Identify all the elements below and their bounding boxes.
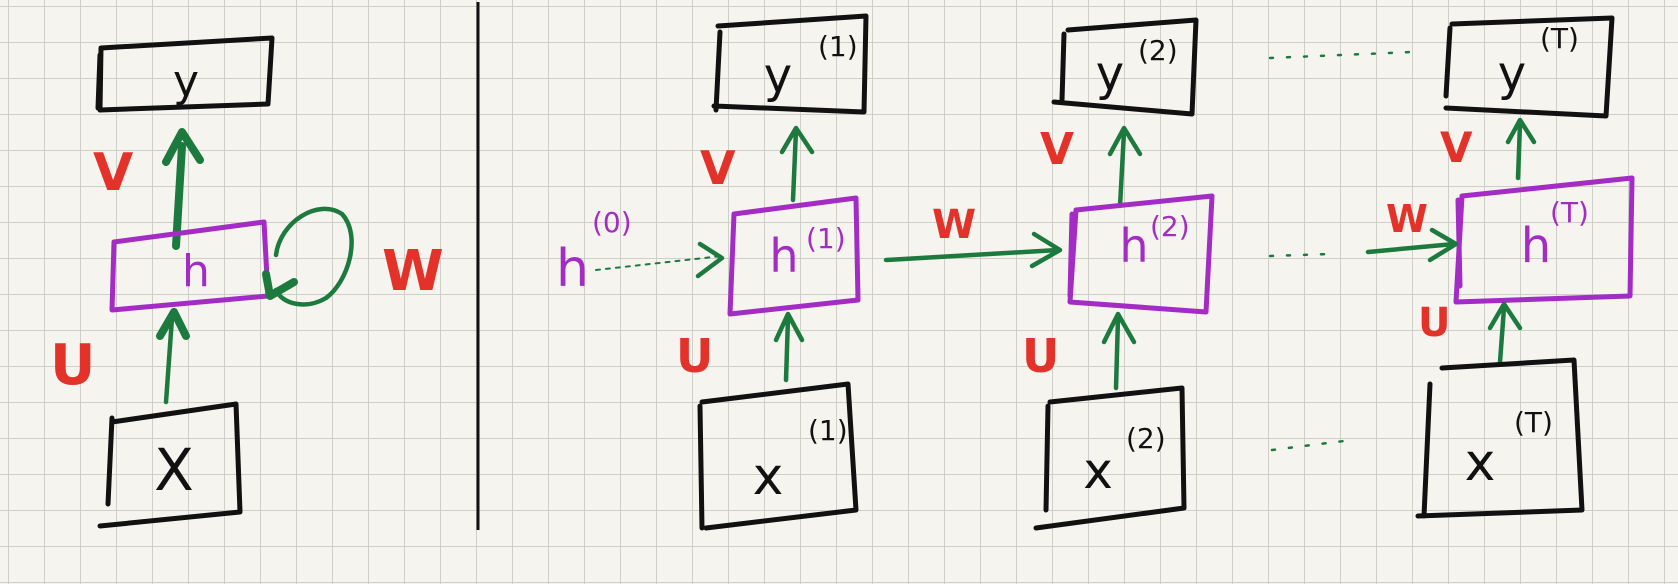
hidden-ellipsis xyxy=(1268,252,1332,258)
step2-output-superscript: (2) xyxy=(1138,34,1178,67)
step-1: y (1) V h (1) U x (1) W xyxy=(676,13,1063,531)
stepT-input-box xyxy=(1415,357,1585,519)
folded-u-arrow xyxy=(163,315,175,405)
step1-input-label: x xyxy=(753,447,784,507)
step1-hidden-superscript: (1) xyxy=(806,222,846,255)
transition-to-T-arrowhead xyxy=(1427,227,1459,263)
folded-loop-arrowhead xyxy=(262,270,298,300)
stepT-hidden-label: h xyxy=(1521,218,1551,274)
step1-u-arrowhead xyxy=(773,311,805,343)
step1-output-label: y xyxy=(764,48,792,104)
folded-output-label: y xyxy=(173,56,199,107)
step1-weight-u: U xyxy=(676,329,713,383)
step1-v-arrow xyxy=(790,127,799,203)
step1-hidden-label: h xyxy=(769,229,798,283)
step1-hidden-box xyxy=(727,195,861,317)
step1-input-box xyxy=(697,381,859,531)
unrolled-rnn: h (0) y (1) V h (1) U x (1) xyxy=(556,13,1635,531)
stepT-u-arrow xyxy=(1497,305,1507,365)
step2-hidden-box xyxy=(1067,193,1215,315)
folded-weight-u: U xyxy=(50,333,95,398)
stepT-v-arrowhead xyxy=(1505,117,1537,145)
transition-1-2-arrowhead xyxy=(1029,231,1063,269)
transition-1-2-arrow xyxy=(883,247,1061,263)
step2-weight-u: U xyxy=(1022,329,1059,383)
step2-u-arrowhead xyxy=(1101,311,1137,345)
folded-input-box xyxy=(97,401,243,529)
stepT-weight-w: W xyxy=(1386,197,1428,241)
stepT-v-arrow xyxy=(1515,121,1523,181)
step2-weight-v: V xyxy=(1040,124,1074,175)
folded-hidden-label: h xyxy=(182,246,210,297)
initial-hidden-label: h xyxy=(556,239,589,299)
step2-hidden-label: h xyxy=(1119,219,1148,273)
stepT-output-label: y xyxy=(1498,46,1526,102)
step1-input-superscript: (1) xyxy=(808,414,848,447)
initial-hidden-arrowhead xyxy=(695,241,725,279)
folded-recurrent-loop xyxy=(273,206,354,307)
stepT-hidden-superscript: (T) xyxy=(1550,196,1589,229)
step2-input-superscript: (2) xyxy=(1126,422,1166,455)
step-T: y (T) V h (T) W U x (T) xyxy=(1365,15,1635,519)
step2-hidden-superscript: (2) xyxy=(1150,210,1190,243)
folded-u-arrowhead xyxy=(156,308,190,340)
step1-weight-w: W xyxy=(932,202,976,248)
folded-output-box xyxy=(95,35,275,113)
step1-u-arrow xyxy=(783,315,791,383)
step2-v-arrow xyxy=(1117,129,1127,209)
stepT-weight-v: V xyxy=(1440,123,1473,172)
stepT-hidden-box xyxy=(1453,175,1635,305)
transition-to-T-arrow xyxy=(1365,241,1457,255)
folded-weight-w: W xyxy=(382,239,444,304)
initial-hidden-superscript: (0) xyxy=(592,206,632,239)
step2-input-label: x xyxy=(1083,442,1113,500)
step1-output-box xyxy=(711,13,869,115)
output-ellipsis xyxy=(1268,50,1414,60)
step1-output-superscript: (1) xyxy=(818,30,858,63)
folded-v-arrow xyxy=(172,142,186,250)
folded-rnn: y V h W U X xyxy=(50,35,444,529)
step2-output-box xyxy=(1051,17,1199,117)
step2-output-label: y xyxy=(1096,46,1124,102)
step2-v-arrowhead xyxy=(1107,125,1143,157)
stepT-u-arrowhead xyxy=(1487,301,1523,331)
folded-v-arrowhead xyxy=(162,128,204,166)
folded-weight-v: V xyxy=(93,143,133,203)
step2-input-box xyxy=(1033,385,1187,531)
input-ellipsis xyxy=(1270,438,1354,452)
folded-input-label: X xyxy=(154,436,194,504)
stepT-output-superscript: (T) xyxy=(1540,22,1579,55)
step1-v-arrowhead xyxy=(779,125,815,155)
stepT-input-label: x xyxy=(1465,433,1496,493)
stepT-input-superscript: (T) xyxy=(1514,406,1553,439)
step1-weight-v: V xyxy=(700,141,736,195)
step2-u-arrow xyxy=(1113,315,1121,391)
stepT-output-box xyxy=(1443,15,1615,119)
stepT-weight-u: U xyxy=(1418,300,1450,346)
initial-hidden-arrow xyxy=(595,255,723,271)
step-2: y (2) V h (2) U x (2) xyxy=(1022,17,1215,531)
